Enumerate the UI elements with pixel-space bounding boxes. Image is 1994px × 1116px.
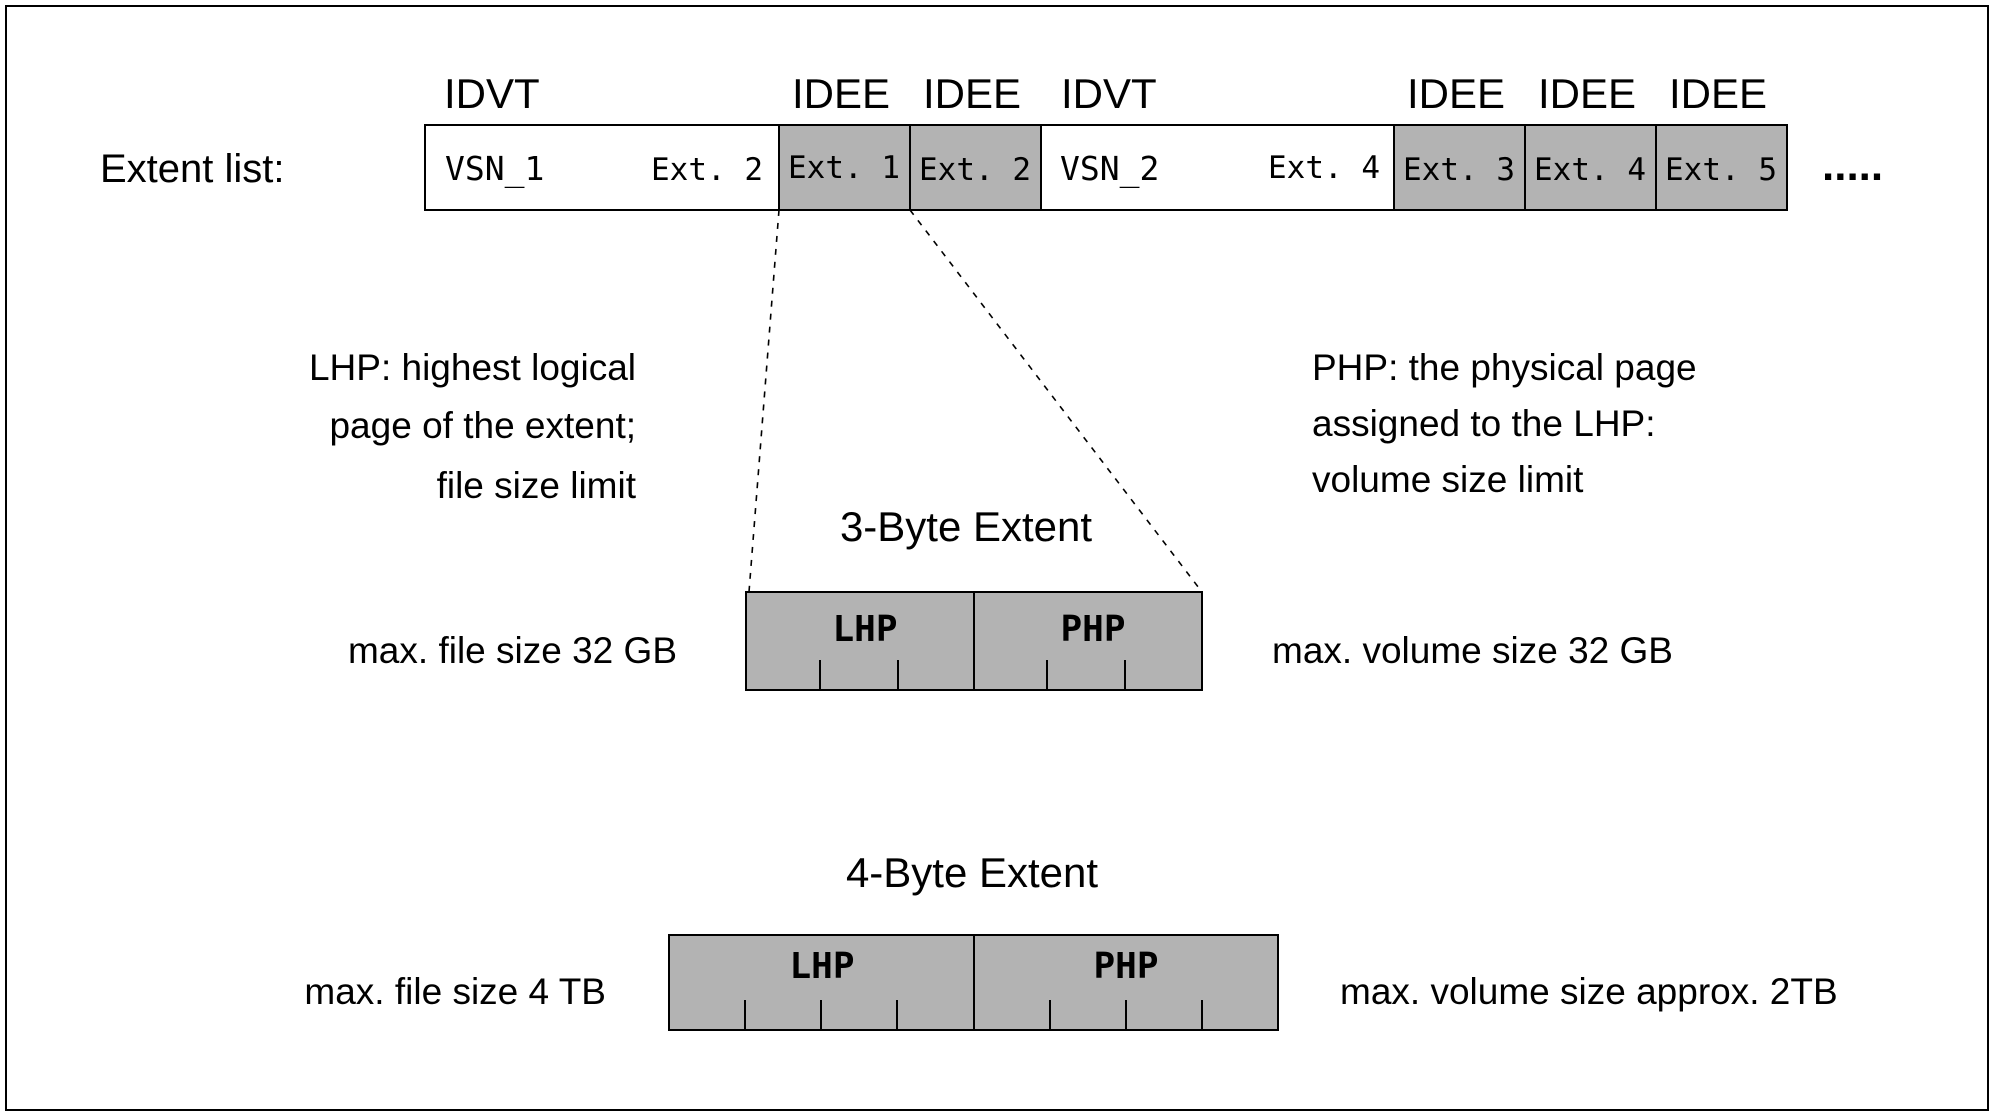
- extent-list-row: VSN_1 Ext. 2 Ext. 1 Ext. 2 VSN_2 Ext. 4 …: [424, 124, 1788, 211]
- cell-header-idvt-1: IDVT: [444, 70, 540, 117]
- three-byte-php-field: [973, 591, 1203, 691]
- three-byte-title: 3-Byte Extent: [840, 503, 1092, 550]
- cell-text-vsn2-ext: Ext. 4: [1268, 150, 1380, 186]
- cell-header-idee-2: IDEE: [923, 70, 1021, 117]
- three-byte-volume-size: max. volume size 32 GB: [1272, 630, 1673, 671]
- four-byte-extent: 4-Byte Extent LHP PHP max. file size 4 T…: [304, 849, 1838, 1031]
- four-byte-volume-size: max. volume size approx. 2TB: [1340, 971, 1838, 1012]
- php-note-line-2: assigned to the LHP:: [1312, 403, 1656, 444]
- cell-text-ext4: Ext. 4: [1534, 152, 1646, 188]
- cell-text-ext2: Ext. 2: [919, 152, 1031, 188]
- cell-text-vsn2: VSN_2: [1060, 149, 1159, 189]
- extent-list-ellipsis: .....: [1822, 141, 1883, 190]
- cell-header-idee-5: IDEE: [1669, 70, 1767, 117]
- lhp-note-line-3: file size limit: [437, 465, 637, 506]
- cell-header-idee-3: IDEE: [1407, 70, 1505, 117]
- three-byte-lhp-label: LHP: [832, 609, 897, 650]
- cell-idvt-vsn2: [1040, 124, 1395, 211]
- php-note-line-3: volume size limit: [1312, 459, 1584, 500]
- three-byte-file-size: max. file size 32 GB: [348, 630, 677, 671]
- cell-text-ext3: Ext. 3: [1403, 152, 1515, 188]
- cell-idee-ext1: [778, 124, 911, 211]
- four-byte-php-label: PHP: [1093, 946, 1158, 987]
- four-byte-lhp-label: LHP: [789, 946, 854, 987]
- extent-list-label: Extent list:: [100, 147, 285, 191]
- cell-header-idee-4: IDEE: [1538, 70, 1636, 117]
- cell-idee-ext3: [1393, 124, 1526, 211]
- three-byte-lhp-field: [745, 591, 975, 691]
- php-note-line-1: PHP: the physical page: [1312, 347, 1697, 388]
- extent-list-headers: IDVT IDEE IDEE IDVT IDEE IDEE IDEE: [444, 70, 1767, 117]
- lhp-note: LHP: highest logical page of the extent;…: [309, 347, 637, 506]
- cell-idee-ext2: [909, 124, 1042, 211]
- four-byte-title: 4-Byte Extent: [846, 849, 1098, 896]
- zoom-line-right: [909, 209, 1203, 593]
- cell-header-idvt-2: IDVT: [1061, 70, 1157, 117]
- cell-text-ext1: Ext. 1: [788, 150, 900, 186]
- four-byte-file-size: max. file size 4 TB: [304, 971, 606, 1012]
- three-byte-php-label: PHP: [1060, 609, 1125, 650]
- cell-text-vsn1: VSN_1: [445, 149, 544, 189]
- php-note: PHP: the physical page assigned to the L…: [1312, 347, 1697, 500]
- three-byte-extent: 3-Byte Extent LHP PHP max. file size 32 …: [348, 503, 1673, 691]
- lhp-note-line-2: page of the extent;: [329, 405, 636, 446]
- cell-text-vsn1-ext: Ext. 2: [651, 152, 763, 188]
- cell-text-ext5: Ext. 5: [1665, 152, 1777, 188]
- lhp-note-line-1: LHP: highest logical: [309, 347, 636, 388]
- cell-header-idee-1: IDEE: [792, 70, 890, 117]
- cell-idee-ext5: [1655, 124, 1788, 211]
